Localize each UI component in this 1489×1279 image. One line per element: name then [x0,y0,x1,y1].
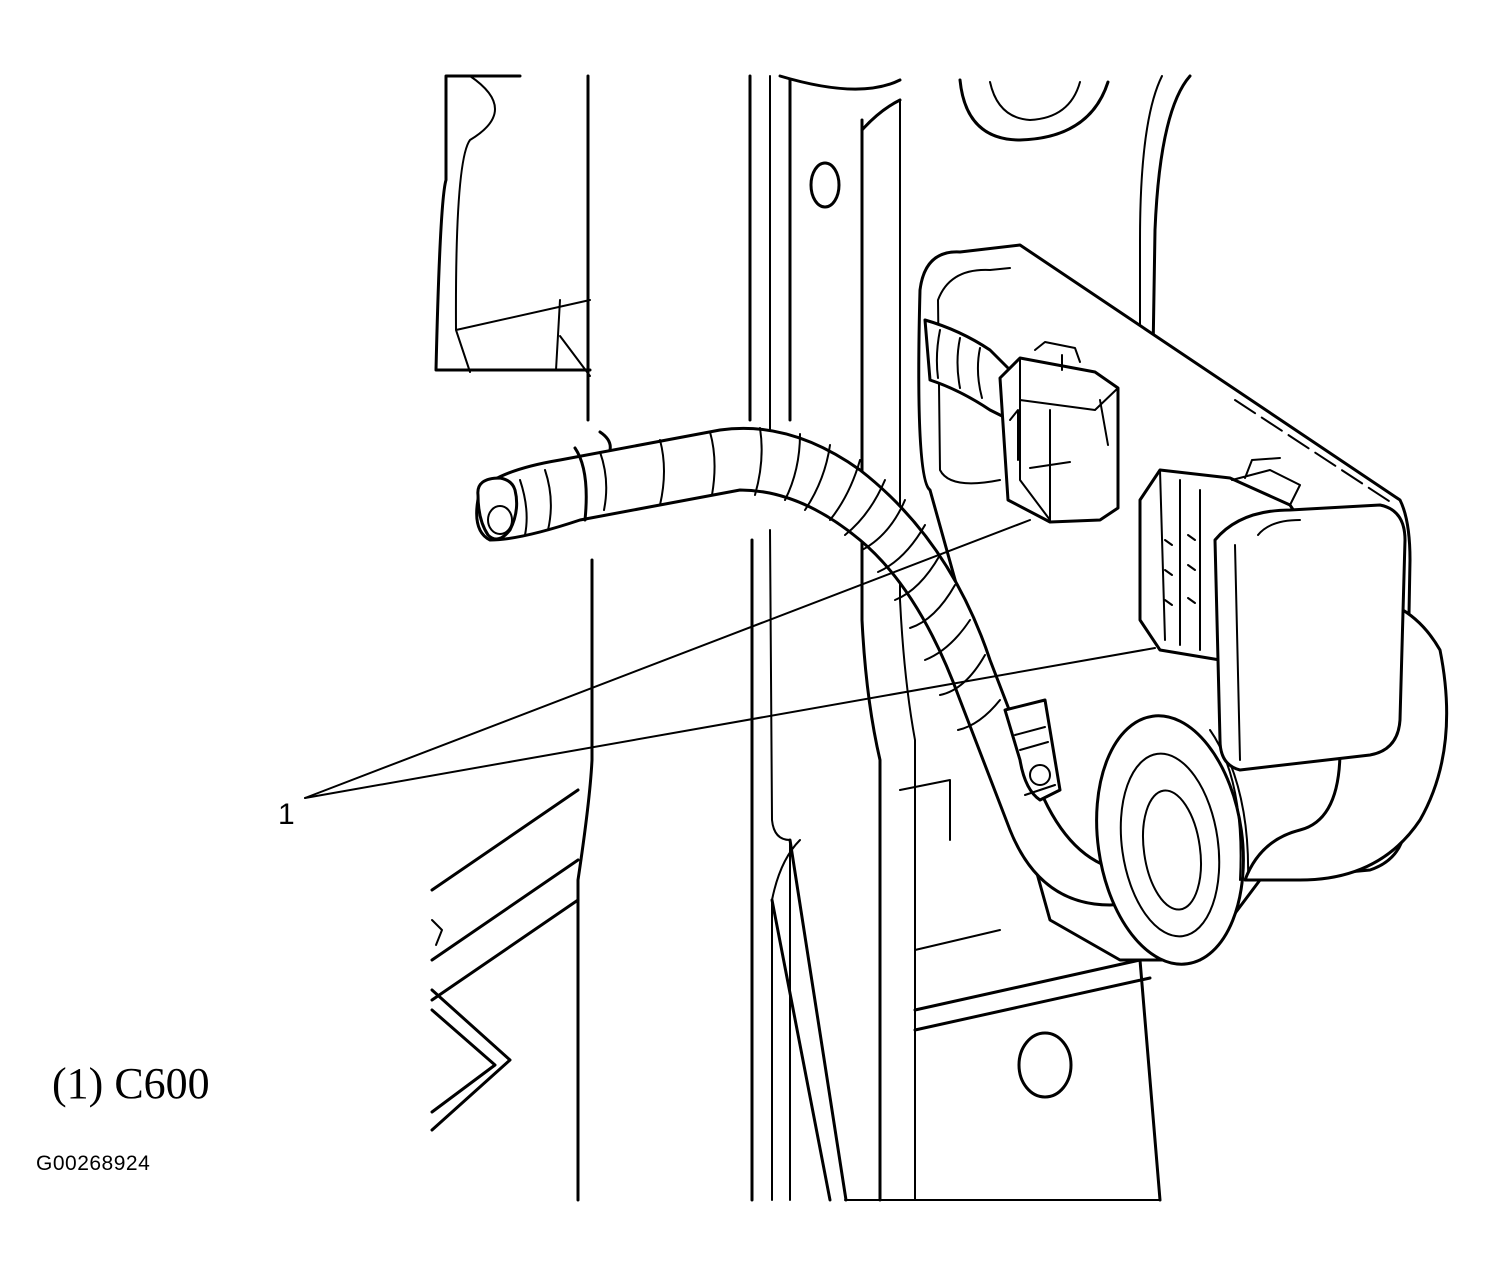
lower-strut [770,838,848,1202]
connector-upper [998,341,1120,524]
leader-dashed [1234,399,1396,506]
pillar-left-edge-lower [576,558,594,1202]
grommet [1095,714,1250,966]
connector-lower-housing [1213,503,1407,772]
connector-upper-body [998,356,1120,524]
connector-lower-slots [1164,534,1196,606]
upper-boss-inner [989,81,1081,121]
leader-line-lower [304,647,1156,799]
center-channel-a [748,74,754,1202]
legend-entry: (1) C600 [52,1058,210,1109]
harness-clip [1003,698,1062,802]
lower-small-hole [1017,1031,1073,1099]
lower-right-panel [913,958,1162,1202]
grommet-outer [1095,714,1245,966]
top-small-hole [809,161,841,209]
figure-id: G00268924 [36,1152,151,1175]
clip-pin [1029,764,1051,786]
body-panel-structure [430,74,1192,1202]
left-lower-bracket-b [430,988,512,1132]
callout-number-1: 1 [278,798,295,831]
branch-wrap [935,329,983,399]
callout-leaders [304,399,1396,799]
connector-lower-housing-inner [1234,519,1301,761]
grommet-hole [1142,789,1202,911]
grommet-inner [1119,752,1221,938]
tie-strap [573,430,612,522]
connector-upper-ribs [1009,399,1109,469]
upper-left-recess [434,74,592,372]
wiring-harness [475,318,1192,907]
right-pillar-top [778,74,902,132]
connector-upper-latch [1034,341,1081,371]
upper-boss-outer [958,78,1110,142]
top-right-frame-inner [1139,75,1163,521]
right-pillar-inner [899,99,916,1201]
harness-end-lobe [487,505,513,535]
legend-label: C600 [114,1059,210,1108]
lower-right-panel-b [899,779,1001,951]
harness-tube [475,426,1192,907]
connector-lower-latch [1231,457,1301,506]
bracket-inner-recess [937,267,1011,485]
connector-lower [1138,457,1407,772]
left-lower-marker [431,919,443,946]
upper-left-recess-inner [454,75,591,373]
center-channel-d [771,839,801,1201]
left-lower-bracket [430,788,580,1002]
leader-line-upper [304,519,1031,799]
upper-left-recess-edge [555,299,591,377]
top-right-frame [1148,74,1192,542]
legend-number: (1) [52,1059,104,1108]
right-pillar-left [860,118,882,1202]
clip-detail [1014,726,1056,796]
connector-lower-face [1159,469,1201,651]
harness-end-cap [476,476,519,541]
